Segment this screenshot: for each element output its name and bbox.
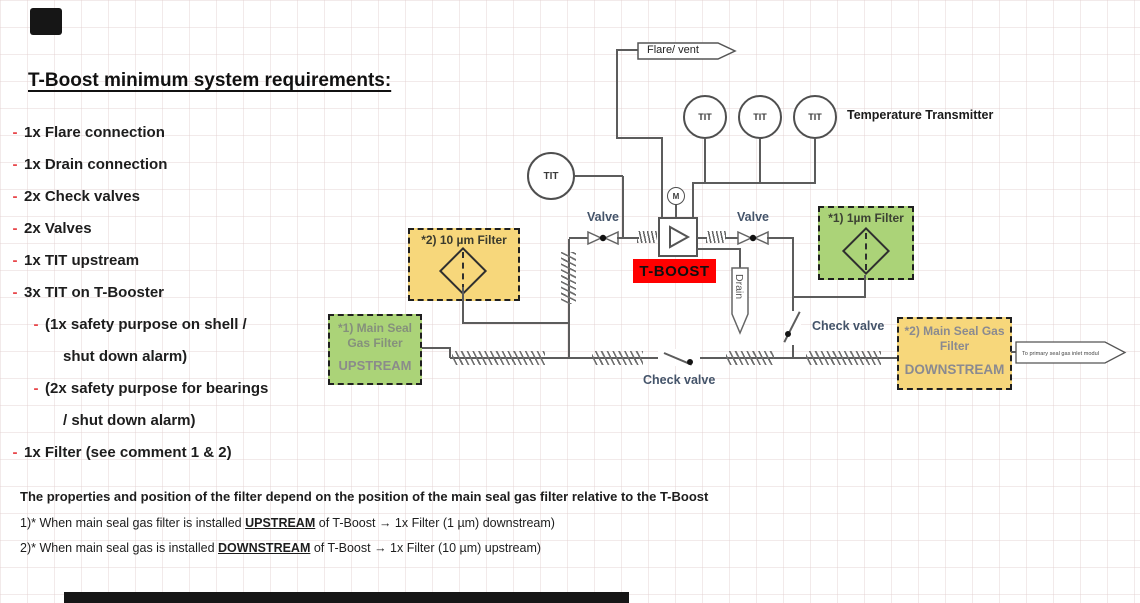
hatch-marks — [592, 351, 643, 365]
valve-label: Valve — [737, 210, 769, 224]
pipe-segment — [697, 237, 707, 239]
flag-arrow-icon — [637, 42, 737, 60]
hatch-marks — [561, 252, 576, 304]
pipe-segment — [864, 275, 866, 298]
msgf-upstream-line3: UPSTREAM — [338, 358, 412, 373]
list-item: -1x TIT upstream — [12, 252, 140, 269]
pipe-segment — [739, 250, 741, 268]
msgf-downstream-line1: *2) Main Seal Gas — [904, 324, 1005, 338]
outlet-flag: To primary seal gas inlet modul — [1015, 340, 1127, 365]
flex-coil-icon — [637, 231, 657, 243]
pipe-segment — [575, 175, 623, 177]
pipe-segment — [692, 182, 816, 184]
filter-10um-label: *2) 10 µm Filter — [421, 233, 507, 247]
pipe-segment — [1011, 351, 1018, 353]
list-item: -1x Filter (see comment 1 & 2) — [12, 444, 232, 461]
list-item: -2x Valves — [12, 220, 92, 237]
tit-instrument: TIT — [793, 95, 837, 139]
footnote-1: 1)* When main seal gas filter is install… — [20, 516, 555, 530]
pipe-segment — [759, 139, 761, 184]
list-subitem: -(1x safety purpose on shell / — [33, 316, 247, 333]
flare-flag: Flare/ vent — [637, 42, 737, 60]
footnote-2: 2)* When main seal gas is installed DOWN… — [20, 541, 542, 555]
check-valve-pivot — [785, 331, 791, 337]
list-subitem-cont: / shut down alarm) — [63, 412, 196, 429]
msgf-upstream-line2: Gas Filter — [347, 336, 403, 350]
tit-instrument: TIT — [683, 95, 727, 139]
slide-corner-block — [30, 8, 62, 35]
t-boost-unit — [658, 217, 698, 257]
valve-icon — [587, 230, 619, 246]
valve-label: Valve — [587, 210, 619, 224]
tit-instrument: TIT — [738, 95, 782, 139]
hatch-marks — [806, 351, 881, 365]
requirements-list: -1x Flare connection -1x Drain connectio… — [0, 123, 340, 475]
pipe-segment — [616, 137, 663, 139]
pipe-segment — [462, 287, 464, 324]
tit-instrument-upstream: TIT — [527, 152, 575, 200]
pipe-segment — [617, 237, 639, 239]
drain-flag: Drain — [730, 267, 750, 335]
filter-1um-label: *1) 1µm Filter — [828, 211, 904, 225]
filter-diamond-axis — [865, 233, 867, 270]
flare-flag-label: Flare/ vent — [647, 44, 699, 56]
flex-coil-icon — [706, 231, 726, 243]
pipe-segment — [449, 347, 451, 358]
msgf-downstream-box: *2) Main Seal Gas Filter DOWNSTREAM — [897, 317, 1012, 390]
check-valve-label: Check valve — [812, 319, 885, 333]
pipe-segment — [704, 139, 706, 184]
pipe-segment — [793, 296, 866, 298]
pipe-segment — [697, 248, 741, 250]
msgf-downstream-line2: Filter — [939, 339, 970, 353]
pipe-segment — [692, 183, 694, 218]
hatch-marks — [452, 351, 545, 365]
booster-triangle-icon — [669, 225, 691, 249]
check-valve-pivot — [687, 359, 693, 365]
pipe-segment — [569, 237, 589, 239]
slide-bottom-bar — [64, 592, 629, 603]
flag-arrow-icon — [1015, 341, 1127, 364]
pipe-segment — [617, 49, 640, 51]
hatch-marks — [726, 351, 774, 365]
pipe-segment — [767, 237, 794, 239]
list-item: -3x TIT on T-Booster — [12, 284, 165, 301]
list-item: -1x Flare connection — [0, 123, 340, 155]
pipe-segment — [725, 237, 738, 239]
list-subitem-cont: shut down alarm) — [63, 348, 188, 365]
pipe-segment — [422, 347, 451, 349]
drain-flag-label: Drain — [733, 274, 745, 300]
footnote-heading: The properties and position of the filte… — [20, 489, 709, 504]
msgf-downstream-line3: DOWNSTREAM — [904, 362, 1005, 377]
pipe-segment — [675, 203, 677, 218]
pipe-segment — [814, 139, 816, 184]
temperature-transmitter-label: Temperature Transmitter — [847, 108, 994, 122]
list-item: -2x Check valves — [12, 188, 140, 205]
outlet-flag-label: To primary seal gas inlet modul — [1022, 349, 1099, 357]
filter-10um-box: *2) 10 µm Filter — [408, 228, 520, 301]
flag-arrow-icon — [731, 267, 749, 335]
list-subitem: -(2x safety purpose for bearings — [33, 380, 269, 397]
msgf-upstream-box: *1) Main Seal Gas Filter UPSTREAM — [328, 314, 422, 385]
pipe-segment — [616, 49, 618, 138]
pipe-segment — [661, 138, 663, 218]
t-boost-label: T-BOOST — [633, 259, 716, 283]
page-title: T-Boost minimum system requirements: — [28, 70, 392, 91]
filter-diamond-axis — [462, 252, 464, 290]
msgf-upstream-line1: *1) Main Seal — [337, 321, 413, 335]
pipe-segment — [792, 238, 794, 359]
pipe-segment — [622, 176, 624, 239]
list-item: -1x Drain connection — [12, 156, 168, 173]
motor-icon: M — [667, 187, 685, 205]
check-valve-label: Check valve — [643, 373, 716, 387]
pipe-segment — [462, 322, 570, 324]
bullet-dash: - — [12, 124, 18, 141]
footnotes: The properties and position of the filte… — [20, 489, 708, 566]
valve-icon — [737, 230, 769, 246]
